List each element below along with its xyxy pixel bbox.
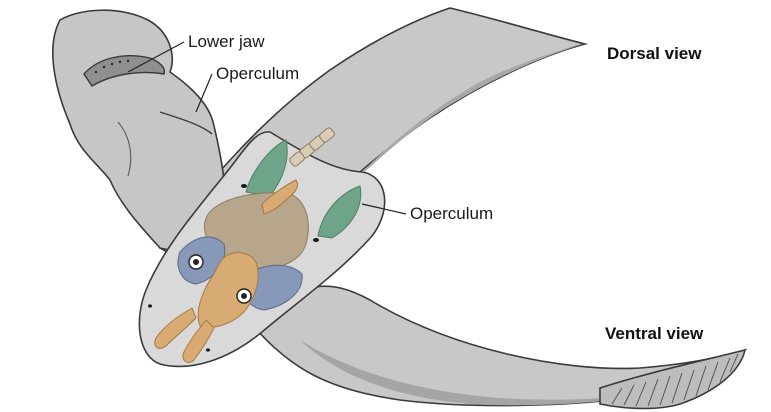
lower-jaw-dots	[94, 59, 130, 74]
dorsal-operculum-flap	[159, 111, 213, 135]
leader-operculum-dorsal	[195, 73, 213, 113]
gill-right	[317, 185, 362, 239]
ventral-view-head	[138, 127, 386, 368]
eye-left	[188, 254, 204, 270]
leader-lower-jaw	[127, 41, 185, 73]
label-operculum-dorsal: Operculum	[216, 64, 299, 83]
label-lower-jaw: Lower jaw	[188, 32, 265, 51]
label-dorsal-view: Dorsal view	[607, 44, 702, 63]
oral-cartilage-left-arm	[154, 307, 197, 349]
ventral-body-shading	[300, 340, 660, 406]
label-operculum-ventral: Operculum	[410, 204, 493, 223]
tail-fin-rays	[611, 353, 739, 407]
ventral-tail-fin	[599, 348, 747, 410]
oral-cartilage-right-arm	[182, 319, 215, 363]
leader-operculum-ventral	[361, 203, 407, 215]
dorsal-operculum-fold	[117, 121, 132, 177]
branchial-rod	[261, 179, 299, 215]
gill-left	[245, 139, 288, 197]
ventral-view-body	[248, 285, 748, 410]
head-pores	[148, 184, 319, 352]
leader-lines	[127, 41, 407, 215]
label-ventral-view: Ventral view	[605, 324, 704, 343]
oral-cartilage-main	[197, 252, 259, 328]
notochord-segments	[289, 127, 335, 167]
eye-right	[236, 288, 252, 304]
